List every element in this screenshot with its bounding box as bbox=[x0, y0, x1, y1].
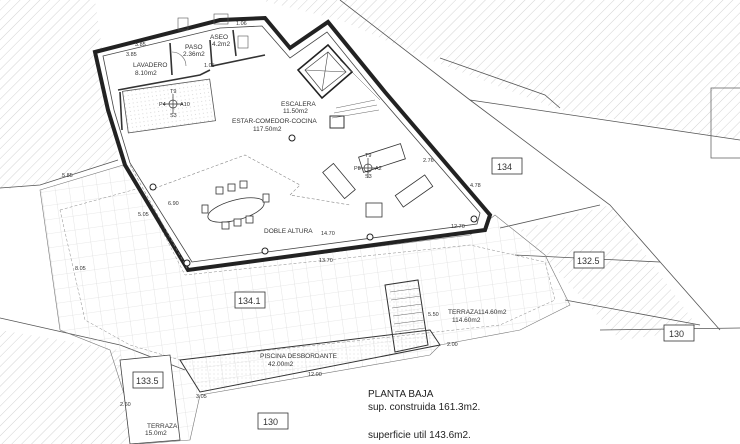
aseo-fixture-3 bbox=[177, 17, 189, 31]
dim-1-06: 1.06 bbox=[236, 21, 247, 27]
marker-p4-top: T9 bbox=[170, 89, 176, 95]
dim-4-78: 4.78 bbox=[470, 183, 481, 189]
dining-table bbox=[201, 180, 270, 230]
plan-constructed-area: sup. construida 161.3m2. bbox=[368, 402, 480, 413]
room-terraza-name: TERRAZA bbox=[448, 309, 479, 316]
aseo-fixture-2 bbox=[213, 13, 229, 25]
room-piscina-area: 42.00m2 bbox=[268, 361, 294, 368]
marker-p8-bottom: S3 bbox=[365, 174, 372, 180]
interior-partitions bbox=[117, 29, 266, 131]
dim-3-85-a: 3.85 bbox=[135, 42, 146, 48]
room-piscina-name: PISCINA DESBORDANTE bbox=[260, 353, 338, 360]
room-paso-name: PASO bbox=[185, 44, 203, 51]
double-height-outline bbox=[149, 154, 351, 206]
room-aseo-area: 4.2m2 bbox=[212, 41, 230, 48]
room-aseo-name: ASEO bbox=[210, 34, 228, 41]
site-slope-upper-right bbox=[260, 0, 740, 140]
dim-5-05: 5.05 bbox=[138, 212, 149, 218]
room-terraza2-area: 15.0m2 bbox=[145, 430, 167, 437]
structural-columns bbox=[149, 134, 478, 267]
marker-p8-id: P8 bbox=[354, 166, 361, 172]
dim-12-00: 12.00 bbox=[308, 372, 322, 378]
room-escalera-name: ESCALERA bbox=[281, 101, 316, 108]
level-130-bottom: 130 bbox=[263, 417, 278, 427]
dim-1-05: 1.05 bbox=[204, 63, 215, 69]
dim-3-05: 3.05 bbox=[196, 394, 207, 400]
room-terraza2-name: TERRAZA bbox=[147, 423, 178, 430]
room-terraza-area: 114.60m2 bbox=[478, 309, 507, 316]
right-edge-frame bbox=[710, 87, 740, 159]
dim-13-70: 13.70 bbox=[319, 258, 333, 264]
dim-6-90: 6.90 bbox=[168, 201, 179, 207]
plan-usable-area: superficie util 143.6m2. bbox=[368, 430, 471, 441]
dim-8-05: 8.05 bbox=[75, 266, 86, 272]
marker-p8-right: A2 bbox=[375, 166, 382, 172]
site-slope-upper-left bbox=[0, 0, 118, 190]
level-134-1: 134.1 bbox=[238, 296, 261, 306]
lavadero-counter bbox=[122, 78, 216, 134]
room-paso-area: 2.36m2 bbox=[183, 51, 205, 58]
dim-2-60: 2.60 bbox=[120, 402, 131, 408]
section-marker-p8 bbox=[358, 158, 378, 178]
marker-p4-right: A10 bbox=[180, 102, 190, 108]
room-escalera-area: 11.50m2 bbox=[283, 108, 308, 115]
level-134: 134 bbox=[497, 162, 512, 172]
living-sofas bbox=[322, 162, 434, 218]
door-swing-paso bbox=[171, 51, 187, 67]
dim-3-85-b: 3.85 bbox=[126, 52, 137, 58]
plan-title: PLANTA BAJA bbox=[368, 389, 434, 400]
dim-5-50: 5.50 bbox=[428, 312, 439, 318]
room-lavadero-name: LAVADERO bbox=[133, 62, 167, 69]
room-estar-name: ESTAR-COMEDOR-COCINA bbox=[232, 118, 317, 125]
site-slope-lower-left bbox=[0, 330, 135, 444]
aseo-fixture bbox=[237, 35, 249, 49]
room-terraza-area-2: 114.60m2 bbox=[452, 317, 481, 324]
building-interior-wall bbox=[102, 25, 481, 263]
dim-2-76: 2.76 bbox=[423, 158, 434, 164]
pool bbox=[179, 279, 441, 393]
room-lavadero-area: 8.10m2 bbox=[135, 70, 157, 77]
kitchen-island bbox=[358, 143, 406, 173]
level-130-right: 130 bbox=[669, 329, 684, 339]
dim-14-70: 14.70 bbox=[321, 231, 335, 237]
room-doble-altura: DOBLE ALTURA bbox=[264, 228, 313, 235]
terrace-inner-edge bbox=[59, 187, 556, 361]
marker-p4-bottom: S3 bbox=[170, 113, 177, 119]
dim-5-85: 5.85 bbox=[62, 173, 73, 179]
room-estar-area: 117.50m2 bbox=[253, 126, 282, 133]
marker-p8-top: T9 bbox=[365, 153, 371, 159]
site-slope-right bbox=[520, 205, 700, 340]
dim-12-70: 12.70 bbox=[451, 224, 465, 230]
section-marker-p4 bbox=[163, 94, 183, 114]
level-boxes bbox=[132, 157, 695, 430]
marker-p4-id: P4 bbox=[159, 102, 166, 108]
dim-2-00: 2.00 bbox=[447, 342, 458, 348]
level-133-5: 133.5 bbox=[136, 376, 159, 386]
level-132-5: 132.5 bbox=[577, 256, 600, 266]
staircase bbox=[296, 43, 381, 129]
